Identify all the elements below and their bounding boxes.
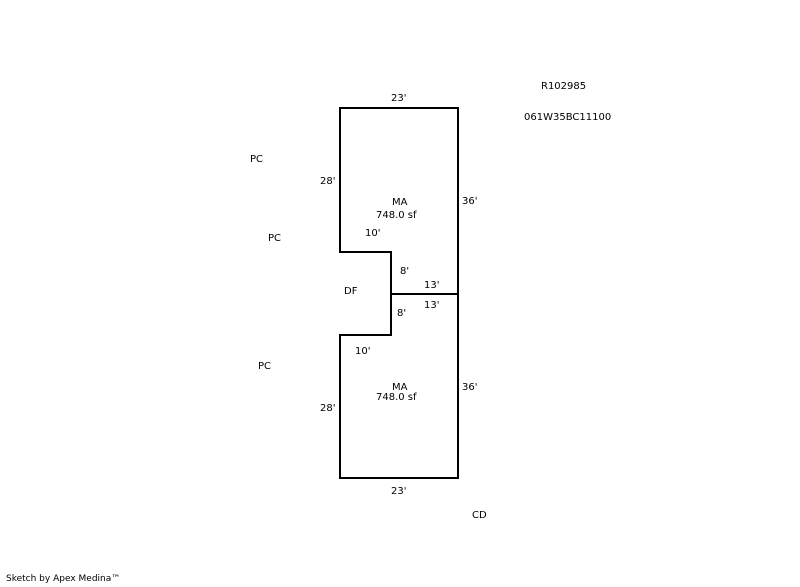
upper-top-dimension: 23' xyxy=(391,93,406,104)
lower-section-area: 748.0 sf xyxy=(376,392,417,403)
upper-right-dimension: 36' xyxy=(462,196,477,207)
lower-partition-dimension: 13' xyxy=(424,300,439,311)
lower-bottom-dimension: 23' xyxy=(391,486,406,497)
account-number: R102985 xyxy=(541,81,586,92)
upper-step-horizontal-dimension: 10' xyxy=(365,228,380,239)
lower-right-dimension: 36' xyxy=(462,382,477,393)
area-code-df: DF xyxy=(344,286,358,297)
area-code-pc-bottom: PC xyxy=(258,361,271,372)
upper-step-vertical-dimension: 8' xyxy=(400,266,409,277)
upper-section-area: 748.0 sf xyxy=(376,210,417,221)
sketch-credit: Sketch by Apex Medina™ xyxy=(6,574,121,584)
upper-section-code: MA xyxy=(392,197,408,208)
upper-partition-dimension: 13' xyxy=(424,280,439,291)
lower-section-code: MA xyxy=(392,382,408,393)
building-outline xyxy=(339,107,459,479)
lower-left-dimension: 28' xyxy=(320,403,335,414)
area-code-cd: CD xyxy=(472,510,487,521)
lower-step-vertical-dimension: 8' xyxy=(397,308,406,319)
map-tax-lot: 061W35BC11100 xyxy=(524,112,611,123)
lower-step-horizontal-dimension: 10' xyxy=(355,346,370,357)
area-code-pc-top: PC xyxy=(250,154,263,165)
upper-left-dimension: 28' xyxy=(320,176,335,187)
area-code-pc-middle: PC xyxy=(268,233,281,244)
